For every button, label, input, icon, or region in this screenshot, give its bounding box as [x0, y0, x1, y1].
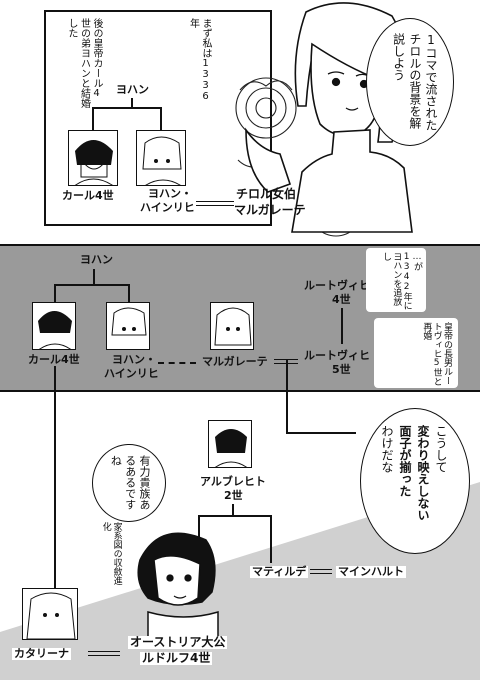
- label-johann-p2: ヨハン: [78, 253, 115, 266]
- narration-1336: まず私は1336年: [187, 18, 212, 102]
- label-ludwig5-a: ルートヴィヒ: [304, 349, 370, 362]
- marriage-line-rudolf: [88, 651, 120, 656]
- speech-explain-text: 1コマで流されたチロルの背景を解説しよう: [391, 33, 438, 131]
- label-ludwig5-b: 5世: [332, 363, 351, 376]
- note-marriage: 後の皇帝カール4世の弟ヨハンと結婚した: [66, 18, 102, 108]
- marriage-line-p1: [196, 201, 234, 206]
- label-mathilde: マティルデ: [250, 565, 309, 578]
- label-margarete-p1-b: マルガレーテ: [234, 203, 306, 217]
- narration-box-1342: …が1342年にヨハンを追放し: [366, 248, 426, 312]
- label-johann-heinrich-p2-b: ハインリヒ: [104, 367, 159, 380]
- portrait-karl: [68, 130, 118, 186]
- portrait-albrecht: [208, 420, 252, 468]
- label-rudolf-a: オーストリア大公: [128, 635, 228, 649]
- label-karl-p1: カール4世: [62, 189, 114, 202]
- narration-1342-text: …が1342年にヨハンを追放し: [380, 252, 422, 310]
- label-johann-heinrich-p1-b: ハインリヒ: [140, 201, 195, 214]
- speech-noble-text: 有力貴族あるあるですね: [109, 455, 151, 510]
- rudolf-illustration: [137, 532, 219, 640]
- portrait-katharina: [22, 588, 78, 640]
- portrait-karl-p2: [32, 302, 76, 350]
- speech-line-1: こうして: [434, 425, 448, 473]
- panel-1: [44, 10, 272, 226]
- portrait-johann-heinrich-p2: [106, 302, 150, 350]
- label-rudolf-b: ルドルフ4世: [140, 651, 213, 665]
- label-albrecht-b: 2世: [222, 489, 245, 502]
- label-albrecht-a: アルブレヒト: [198, 475, 268, 488]
- speech-line-2: 変わり映えしない: [416, 425, 430, 521]
- label-ludwig4-b: 4世: [332, 293, 351, 306]
- label-meinhard: マインハルト: [336, 565, 406, 578]
- label-margarete-p1-a: チロル女伯: [236, 187, 297, 201]
- label-margarete-p2: マルガレーテ: [202, 355, 268, 368]
- panel3-shading: [0, 482, 480, 680]
- narration-box-remarry: 皇帝の長男ルートヴィヒ5世と再婚: [374, 318, 458, 388]
- marriage-line-meinhard: [310, 569, 332, 574]
- speech-bubble-noble: 有力貴族あるあるですね: [92, 444, 166, 522]
- portrait-margarete-p2: [210, 302, 254, 350]
- speech-line-3: 面子が揃った: [398, 425, 412, 497]
- label-karl-p2: カール4世: [28, 353, 80, 366]
- speech-line-4: わけだな: [380, 425, 394, 473]
- speech-bubble-explain: 1コマで流されたチロルの背景を解説しよう: [366, 18, 454, 146]
- speech-bubble-conclusion: こうして 変わり映えしない 面子が揃った わけだな: [360, 408, 470, 554]
- narration-remarry-text: 皇帝の長男ルートヴィヒ5世と再婚: [421, 322, 452, 386]
- divorce-line-p2: [158, 362, 196, 364]
- note-convergent-evolution: 家系図の収斂進化: [100, 522, 122, 585]
- label-johann-heinrich-p2-a: ヨハン・: [112, 353, 156, 366]
- label-johann-p1: ヨハン: [116, 83, 149, 96]
- label-johann-heinrich-p1-a: ヨハン・: [148, 187, 192, 200]
- label-ludwig4-a: ルートヴィヒ: [304, 279, 370, 292]
- portrait-johann-heinrich: [136, 130, 186, 186]
- label-katharina: カタリーナ: [12, 647, 71, 660]
